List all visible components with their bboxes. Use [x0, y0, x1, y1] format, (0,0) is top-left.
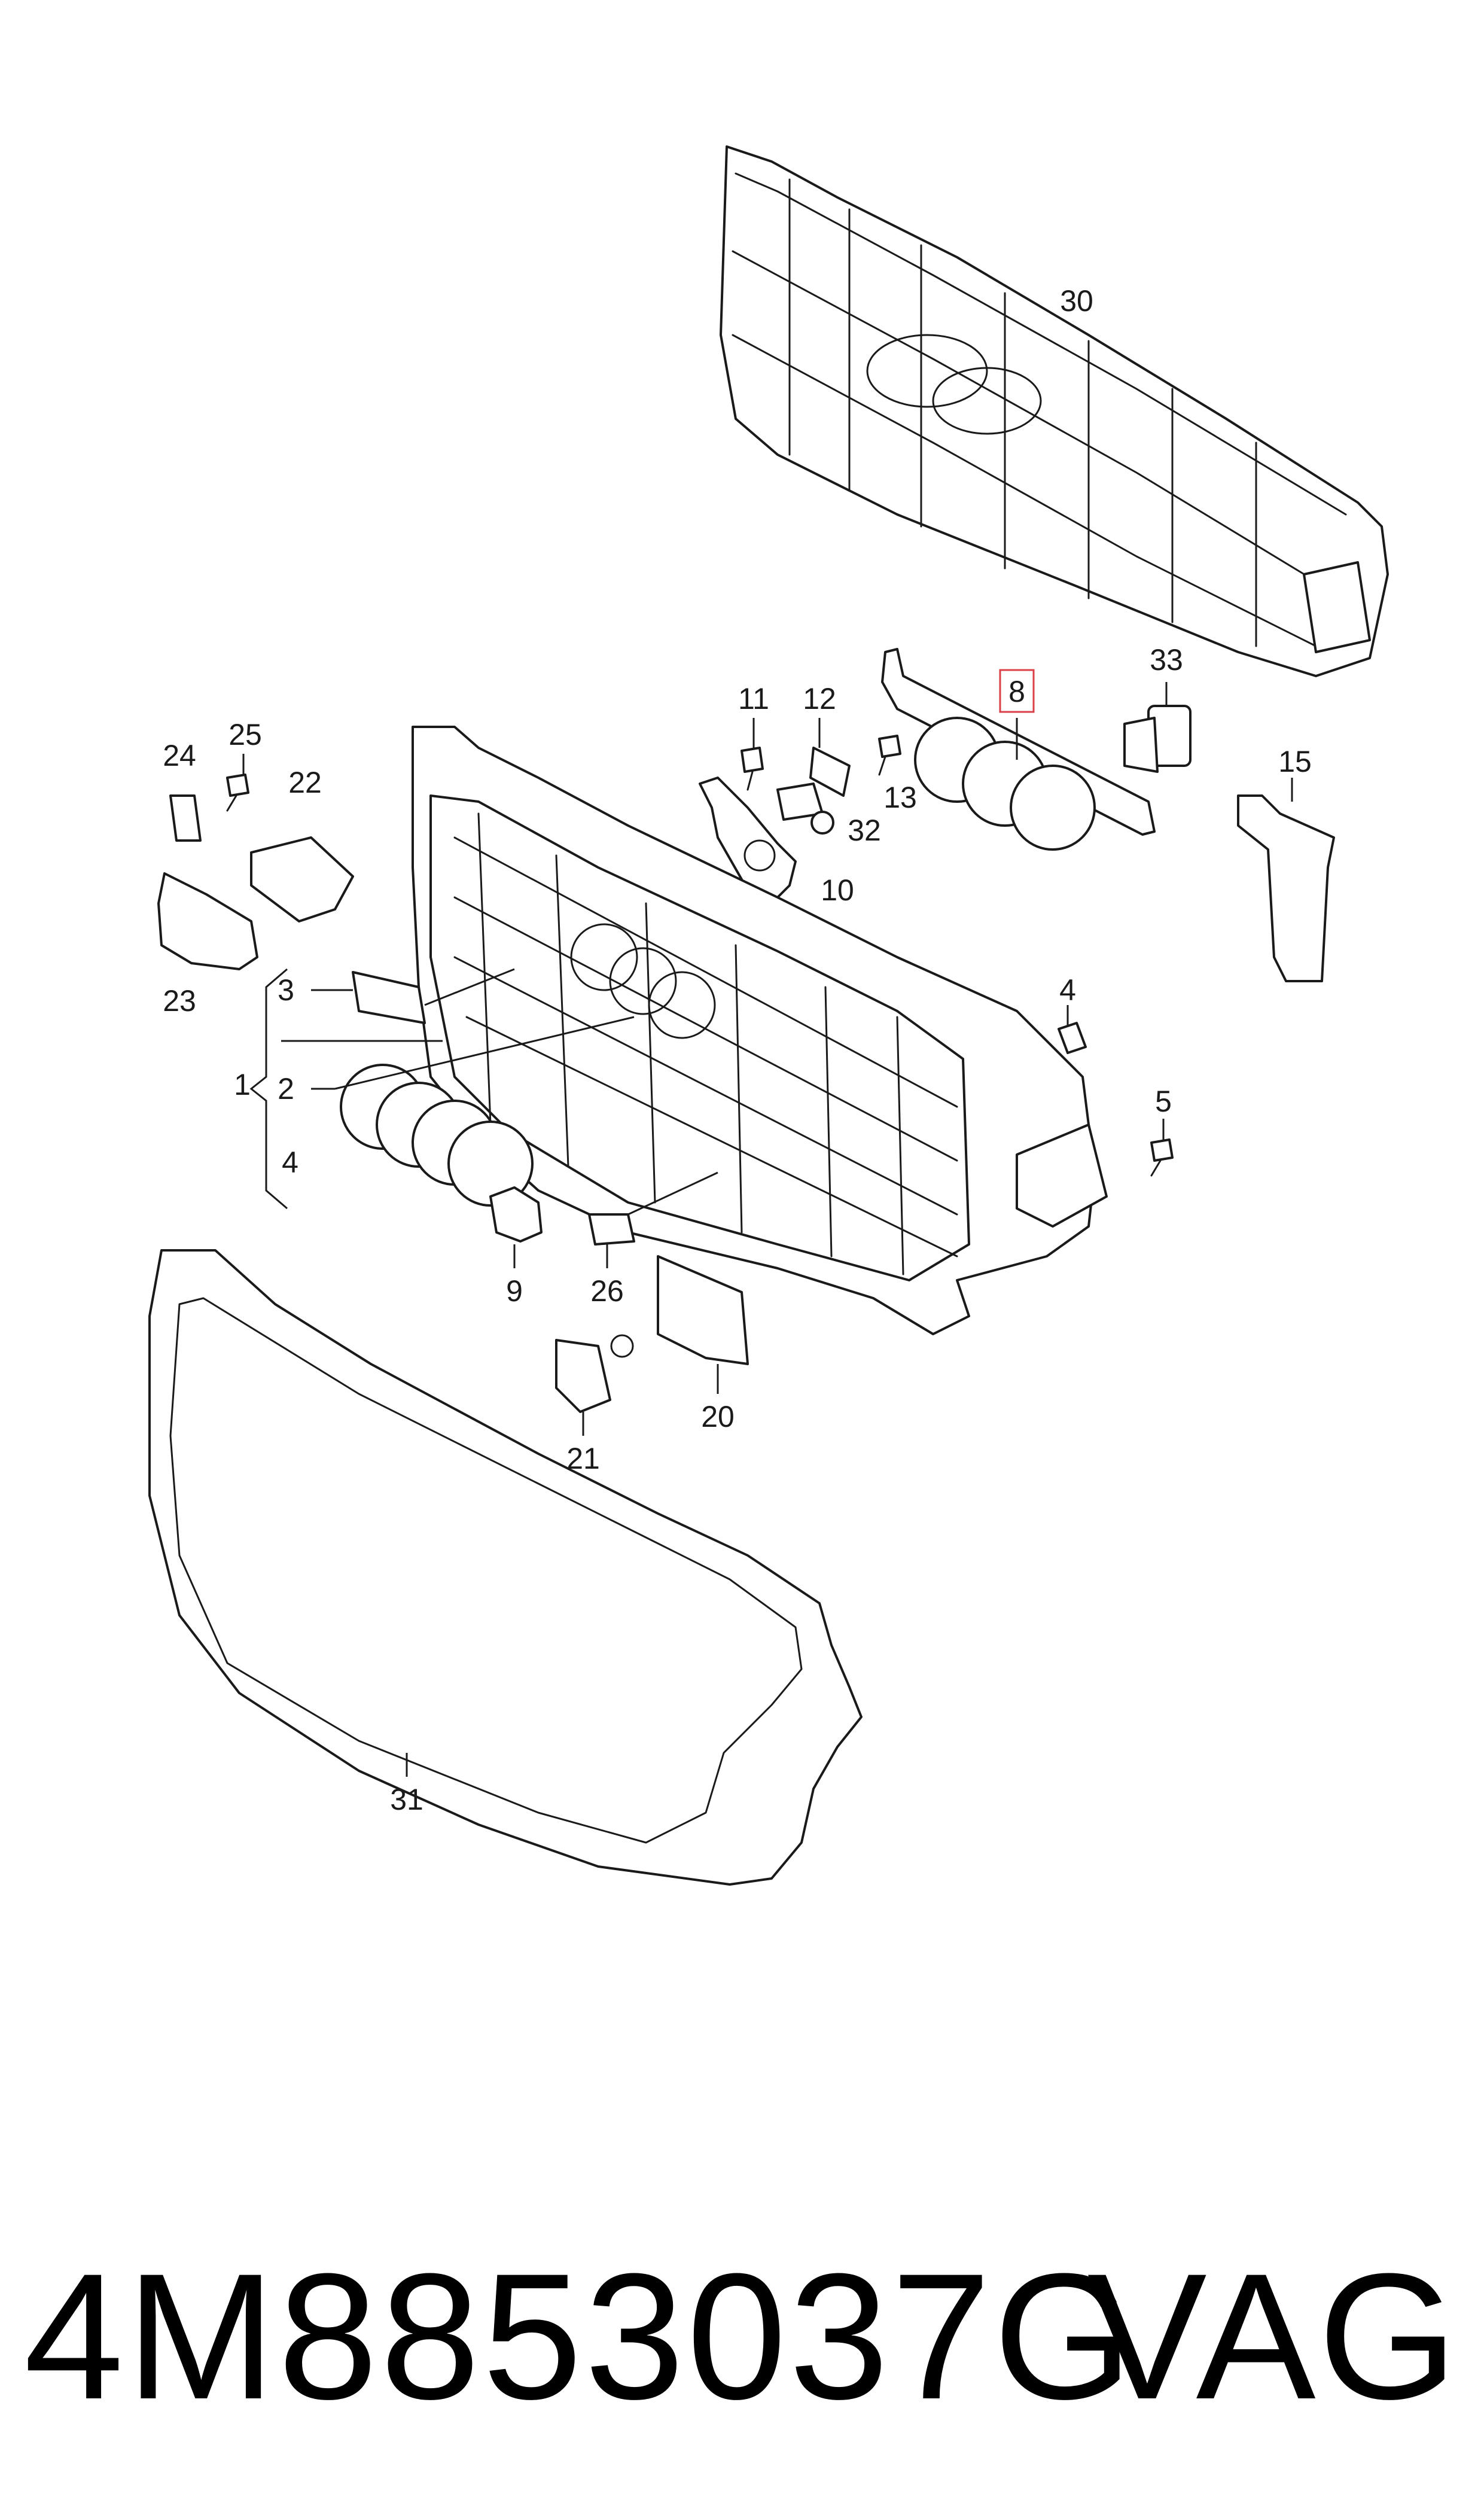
- callout-13: 13: [883, 781, 917, 814]
- part-10-bracket: [699, 777, 797, 899]
- callout-22: 22: [288, 766, 322, 799]
- callout-8: 8: [1008, 675, 1025, 708]
- part-1-grille-frame: [412, 726, 1108, 1335]
- callout-24: 24: [163, 739, 196, 772]
- part-33-sensor: [1123, 682, 1192, 773]
- part-5-screw: [1150, 1119, 1174, 1177]
- callout-23: 23: [163, 984, 196, 1018]
- part-20-bracket: [657, 1255, 749, 1394]
- callout-labels: 30 33 8 11 12 13 32 10 15 24 25 22 23 3 …: [163, 284, 1312, 1816]
- part-3-badge: [352, 968, 515, 1024]
- callout-1: 1: [234, 1068, 251, 1101]
- part-22-strip: [250, 836, 354, 922]
- part-15-side-trim: [1237, 778, 1335, 982]
- part-13-screw: [878, 735, 901, 776]
- brand-label: VAG: [1087, 2236, 1460, 2437]
- callout-21: 21: [566, 1442, 600, 1475]
- callout-12: 12: [803, 682, 836, 715]
- callout-26: 26: [590, 1274, 624, 1308]
- callout-5: 5: [1155, 1085, 1172, 1118]
- part-4-clip: [1058, 1005, 1087, 1054]
- part-31-outer-frame: [148, 1249, 863, 1886]
- part-24-clip: [169, 794, 202, 842]
- callout-10: 10: [821, 873, 854, 907]
- part-11-bolt: [741, 718, 764, 791]
- part-12-clip: [809, 718, 851, 797]
- callout-25: 25: [228, 718, 262, 751]
- group-bracket: [249, 968, 443, 1210]
- part-25-screw: [226, 754, 249, 812]
- callout-20: 20: [701, 1400, 735, 1433]
- callout-30: 30: [1060, 284, 1093, 318]
- part-30-grille-carrier: [720, 145, 1389, 677]
- callout-4: 4: [1059, 973, 1076, 1007]
- part-8-emblem-bracket: [881, 648, 1156, 851]
- callout-2: 2: [278, 1072, 294, 1106]
- callout-31: 31: [390, 1783, 423, 1816]
- callout-8-highlight-box: [999, 669, 1035, 713]
- callout-9: 9: [506, 1274, 523, 1308]
- callout-33: 33: [1150, 643, 1183, 677]
- part-2-emblem-rings: [334, 1016, 635, 1207]
- callout-32: 32: [848, 814, 881, 847]
- callout-3: 3: [278, 973, 294, 1007]
- callout-4-bracket: 4: [282, 1146, 298, 1179]
- callout-11: 11: [738, 682, 769, 715]
- callout-15: 15: [1278, 745, 1312, 778]
- footer: 4M8853037G VAG: [0, 2237, 1484, 2435]
- part-9-bracket: [489, 1186, 543, 1268]
- part-23-corner-trim: [157, 872, 258, 970]
- part-number: 4M8853037G: [24, 2236, 1136, 2437]
- part-32-sensor-connector: [776, 783, 834, 835]
- part-26-plate: [588, 1171, 718, 1268]
- part-21-sensor: [555, 1334, 634, 1436]
